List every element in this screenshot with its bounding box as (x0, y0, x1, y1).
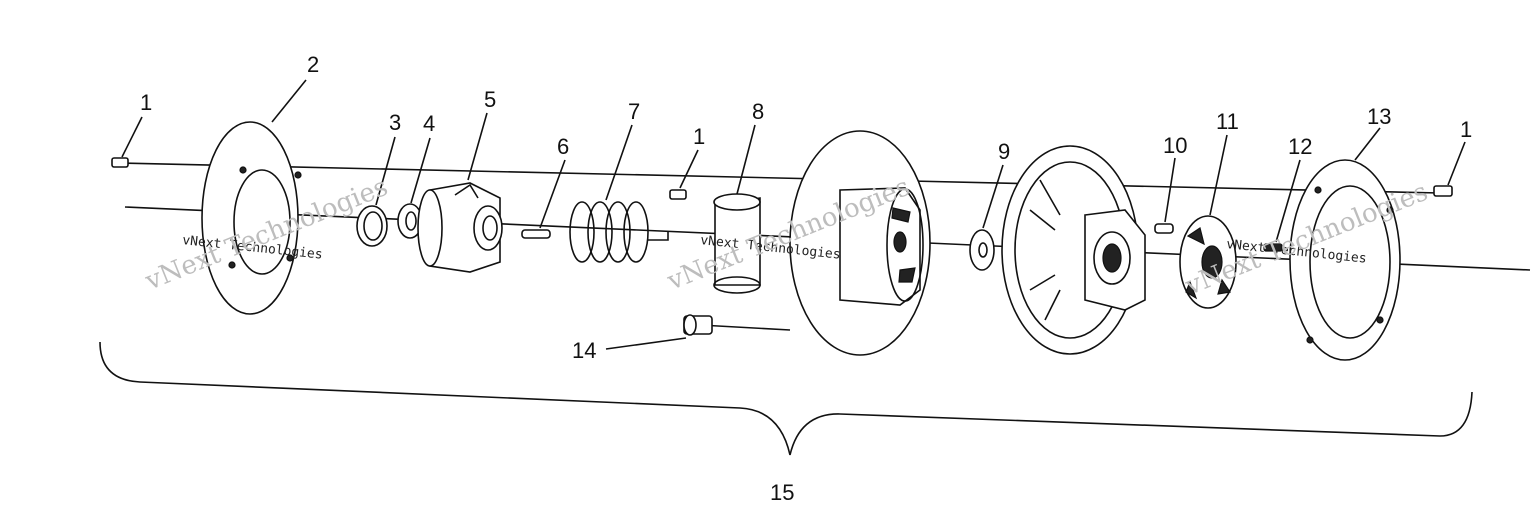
callout-3: 3 (389, 110, 401, 135)
thrust-washer (969, 229, 995, 271)
callout-labels: 1 2 3 4 5 6 7 1 8 9 10 11 12 13 1 14 15 (140, 52, 1472, 505)
callout-11: 11 (1216, 109, 1239, 134)
housing-ring (1289, 159, 1401, 361)
sleeve (713, 193, 761, 294)
callout-1-left: 1 (140, 90, 152, 115)
callout-13: 13 (1367, 104, 1391, 129)
slider-button (1154, 223, 1174, 234)
moveable-sheave (789, 130, 931, 356)
callout-10: 10 (1163, 133, 1187, 158)
bolt-right (1433, 185, 1453, 197)
callout-8: 8 (752, 99, 764, 124)
watermarks: vNext Technologies vNext Technologies vN… (140, 172, 1432, 302)
callout-5: 5 (484, 87, 496, 112)
spring (569, 201, 669, 263)
bolt-left (111, 157, 129, 168)
leader-lines (121, 79, 1466, 350)
cover-plate (201, 121, 302, 315)
callout-12: 12 (1288, 134, 1312, 159)
callout-14: 14 (572, 338, 596, 363)
callout-9: 9 (998, 139, 1010, 164)
bolt-mid (669, 189, 687, 200)
callout-1-right: 1 (1460, 117, 1472, 142)
washer (397, 203, 423, 239)
callout-2: 2 (307, 52, 319, 77)
callout-6: 6 (557, 134, 569, 159)
callout-15: 15 (770, 480, 794, 505)
callout-1-mid: 1 (693, 124, 705, 149)
spider-plate (1179, 215, 1237, 309)
fixed-sheave (1001, 145, 1146, 355)
pin (521, 229, 551, 239)
callout-7: 7 (628, 99, 640, 124)
snap-ring (356, 205, 388, 247)
assembly-bracket (99, 341, 1473, 456)
grease-fitting (683, 314, 713, 336)
callout-4: 4 (423, 111, 435, 136)
cam (417, 182, 503, 273)
set-screw (1263, 243, 1283, 252)
